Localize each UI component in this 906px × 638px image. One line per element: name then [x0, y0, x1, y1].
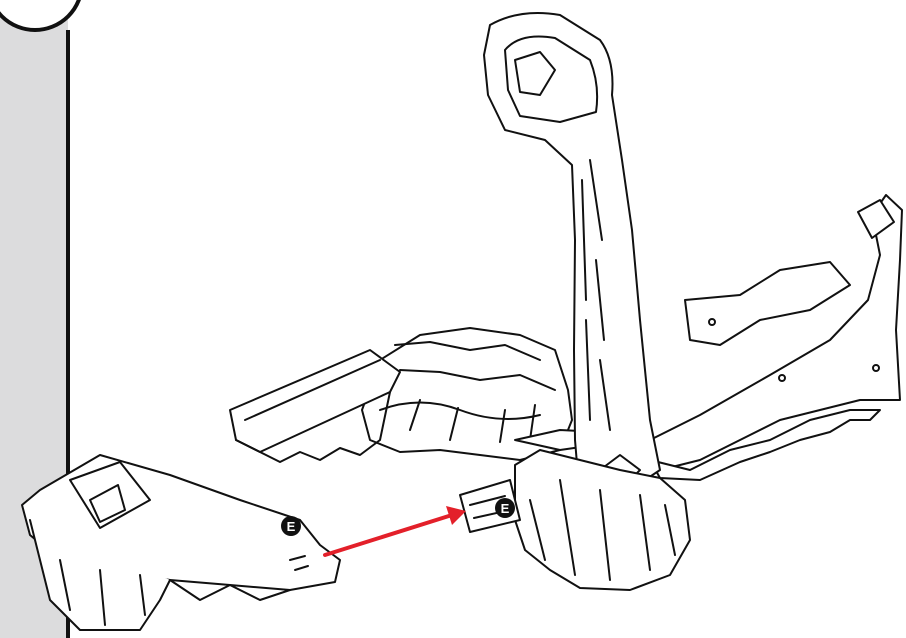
- marker-e-left-label: E: [287, 519, 296, 534]
- marker-e-left: E: [281, 516, 301, 536]
- attachment-arrow: [325, 506, 466, 555]
- marker-e-right: E: [495, 498, 515, 518]
- marker-e-right-label: E: [501, 501, 510, 516]
- right-bridge-part: [640, 195, 902, 480]
- left-attachment-piece: [22, 455, 340, 630]
